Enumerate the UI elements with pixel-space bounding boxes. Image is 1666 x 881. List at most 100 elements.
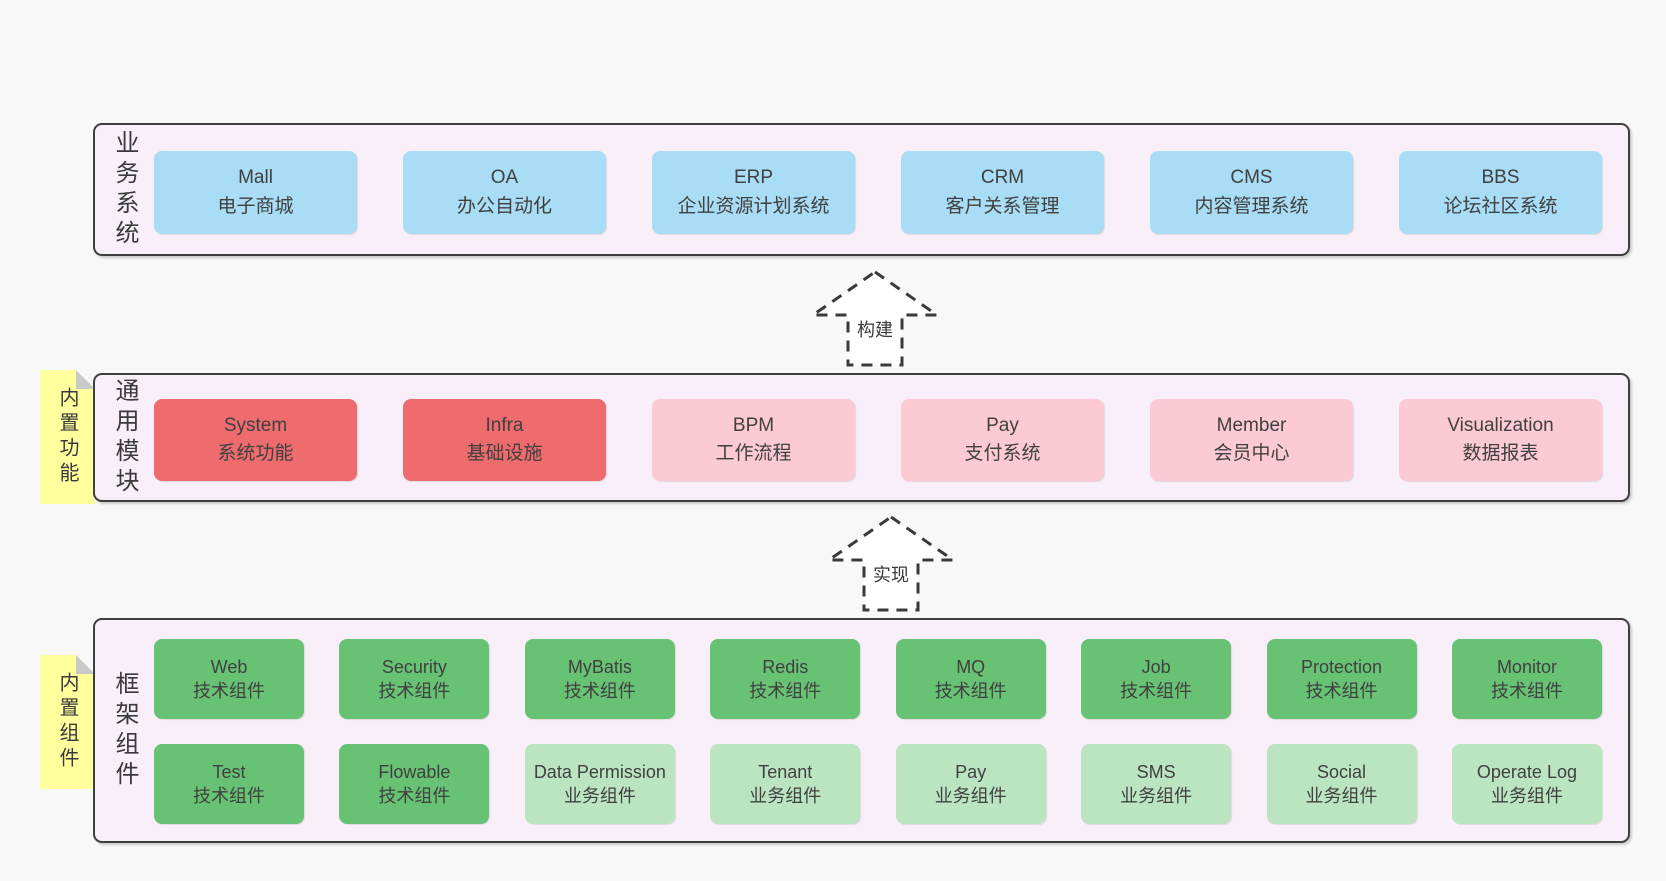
box-row: Web 技术组件 Security 技术组件 MyBatis 技术组件 Redi… xyxy=(154,639,1602,719)
box-subtitle: 业务组件 xyxy=(934,786,1007,806)
box-pay-component: Pay 业务组件 xyxy=(895,744,1046,824)
box-row: System 系统功能 Infra 基础设施 BPM 工作流程 Pay 支付系统… xyxy=(154,399,1602,481)
box-title: CMS xyxy=(1230,167,1273,188)
box-row: Mall 电子商城 OA 办公自动化 ERP 企业资源计划系统 CRM 客户关系… xyxy=(154,151,1602,234)
box-title: Data Permission xyxy=(533,761,666,782)
box-tenant: Tenant 业务组件 xyxy=(710,744,861,824)
box-oa: OA 办公自动化 xyxy=(403,151,606,234)
box-subtitle: 业务组件 xyxy=(563,786,636,806)
box-subtitle: 技术组件 xyxy=(1120,681,1193,701)
box-flowable: Flowable 技术组件 xyxy=(339,744,490,824)
arrow-label: 构建 xyxy=(854,316,896,342)
box-bpm: BPM 工作流程 xyxy=(652,399,855,481)
box-title: OA xyxy=(490,167,519,188)
layer-label-common-modules: 通用模块 xyxy=(111,377,138,498)
arrow-label: 实现 xyxy=(870,561,912,587)
box-title: Protection xyxy=(1301,656,1383,677)
box-security: Security 技术组件 xyxy=(339,639,490,719)
box-mybatis: MyBatis 技术组件 xyxy=(524,639,675,719)
box-subtitle: 系统功能 xyxy=(217,443,294,464)
box-title: Pay xyxy=(986,414,1019,436)
box-subtitle: 技术组件 xyxy=(934,681,1007,701)
box-title: Tenant xyxy=(758,761,813,782)
box-subtitle: 技术组件 xyxy=(193,681,265,701)
layer-label-framework-components: 框架组件 xyxy=(111,670,138,791)
box-subtitle: 工作流程 xyxy=(715,443,792,464)
box-title: MyBatis xyxy=(567,656,632,677)
box-title: Visualization xyxy=(1447,414,1554,436)
box-visualization: Visualization 数据报表 xyxy=(1399,399,1602,481)
box-job: Job 技术组件 xyxy=(1081,639,1232,719)
box-title: Member xyxy=(1216,414,1287,436)
box-title: Social xyxy=(1317,761,1367,782)
box-title: BPM xyxy=(732,414,775,436)
box-erp: ERP 企业资源计划系统 xyxy=(652,151,855,234)
box-subtitle: 客户关系管理 xyxy=(945,195,1060,217)
box-mq: MQ 技术组件 xyxy=(895,639,1046,719)
sticky-note-builtin-components: 内置组件 xyxy=(40,655,95,789)
box-operate-log: Operate Log 业务组件 xyxy=(1451,744,1602,824)
box-system: System 系统功能 xyxy=(154,399,357,481)
box-title: Pay xyxy=(955,761,987,782)
box-member: Member 会员中心 xyxy=(1150,399,1353,481)
box-subtitle: 会员中心 xyxy=(1213,443,1290,464)
box-title: Job xyxy=(1141,656,1171,677)
box-row: Test 技术组件 Flowable 技术组件 Data Permission … xyxy=(154,744,1602,824)
box-bbs: BBS 论坛社区系统 xyxy=(1399,151,1602,234)
box-subtitle: 业务组件 xyxy=(1120,786,1193,806)
box-title: Redis xyxy=(762,656,809,677)
box-subtitle: 内容管理系统 xyxy=(1194,195,1309,217)
layer-common-modules: 通用模块 System 系统功能 Infra 基础设施 BPM 工作流程 Pay… xyxy=(93,373,1630,502)
box-subtitle: 技术组件 xyxy=(563,681,636,701)
box-title: Security xyxy=(381,656,447,677)
box-crm: CRM 客户关系管理 xyxy=(901,151,1104,234)
arrow-implement: 实现 xyxy=(824,515,958,613)
box-title: ERP xyxy=(733,167,774,188)
box-subtitle: 电子商城 xyxy=(217,195,294,217)
sticky-note-text: 内置组件 xyxy=(56,672,78,772)
box-subtitle: 技术组件 xyxy=(1490,681,1563,701)
box-subtitle: 技术组件 xyxy=(749,681,822,701)
box-pay-system: Pay 支付系统 xyxy=(901,399,1104,481)
box-title: Infra xyxy=(485,414,524,436)
box-protection: Protection 技术组件 xyxy=(1266,639,1417,719)
box-title: Web xyxy=(210,656,248,677)
box-title: BBS xyxy=(1481,167,1520,188)
box-title: Operate Log xyxy=(1476,761,1577,782)
box-subtitle: 业务组件 xyxy=(1490,786,1563,806)
box-test: Test 技术组件 xyxy=(154,744,304,824)
box-sms: SMS 业务组件 xyxy=(1081,744,1232,824)
box-title: System xyxy=(223,414,288,436)
box-cms: CMS 内容管理系统 xyxy=(1150,151,1353,234)
box-subtitle: 技术组件 xyxy=(1305,681,1378,701)
box-subtitle: 企业资源计划系统 xyxy=(677,195,830,217)
box-web: Web 技术组件 xyxy=(154,639,304,719)
box-monitor: Monitor 技术组件 xyxy=(1451,639,1602,719)
box-subtitle: 支付系统 xyxy=(964,443,1041,464)
box-subtitle: 基础设施 xyxy=(466,443,543,464)
box-subtitle: 办公自动化 xyxy=(456,195,552,217)
box-subtitle: 技术组件 xyxy=(378,681,451,701)
box-infra: Infra 基础设施 xyxy=(403,399,606,481)
box-title: Flowable xyxy=(378,761,451,782)
box-social: Social 业务组件 xyxy=(1266,744,1417,824)
box-data-permission: Data Permission 业务组件 xyxy=(524,744,675,824)
sticky-note-builtin-features: 内置功能 xyxy=(40,370,95,504)
box-subtitle: 业务组件 xyxy=(749,786,822,806)
box-title: SMS xyxy=(1136,761,1176,782)
box-title: Test xyxy=(212,761,246,782)
sticky-note-text: 内置功能 xyxy=(56,387,78,487)
box-redis: Redis 技术组件 xyxy=(710,639,861,719)
layer-framework-components: 框架组件 Web 技术组件 Security 技术组件 MyBatis 技术组件… xyxy=(93,618,1630,843)
box-subtitle: 论坛社区系统 xyxy=(1443,195,1558,217)
box-subtitle: 数据报表 xyxy=(1462,443,1539,464)
arrow-build: 构建 xyxy=(808,270,942,368)
layer-label-business-systems: 业务系统 xyxy=(111,129,138,250)
box-mall: Mall 电子商城 xyxy=(154,151,357,234)
box-subtitle: 技术组件 xyxy=(378,786,451,806)
box-title: Mall xyxy=(238,167,273,188)
box-title: CRM xyxy=(980,167,1025,188)
box-subtitle: 技术组件 xyxy=(193,786,265,806)
box-subtitle: 业务组件 xyxy=(1305,786,1378,806)
